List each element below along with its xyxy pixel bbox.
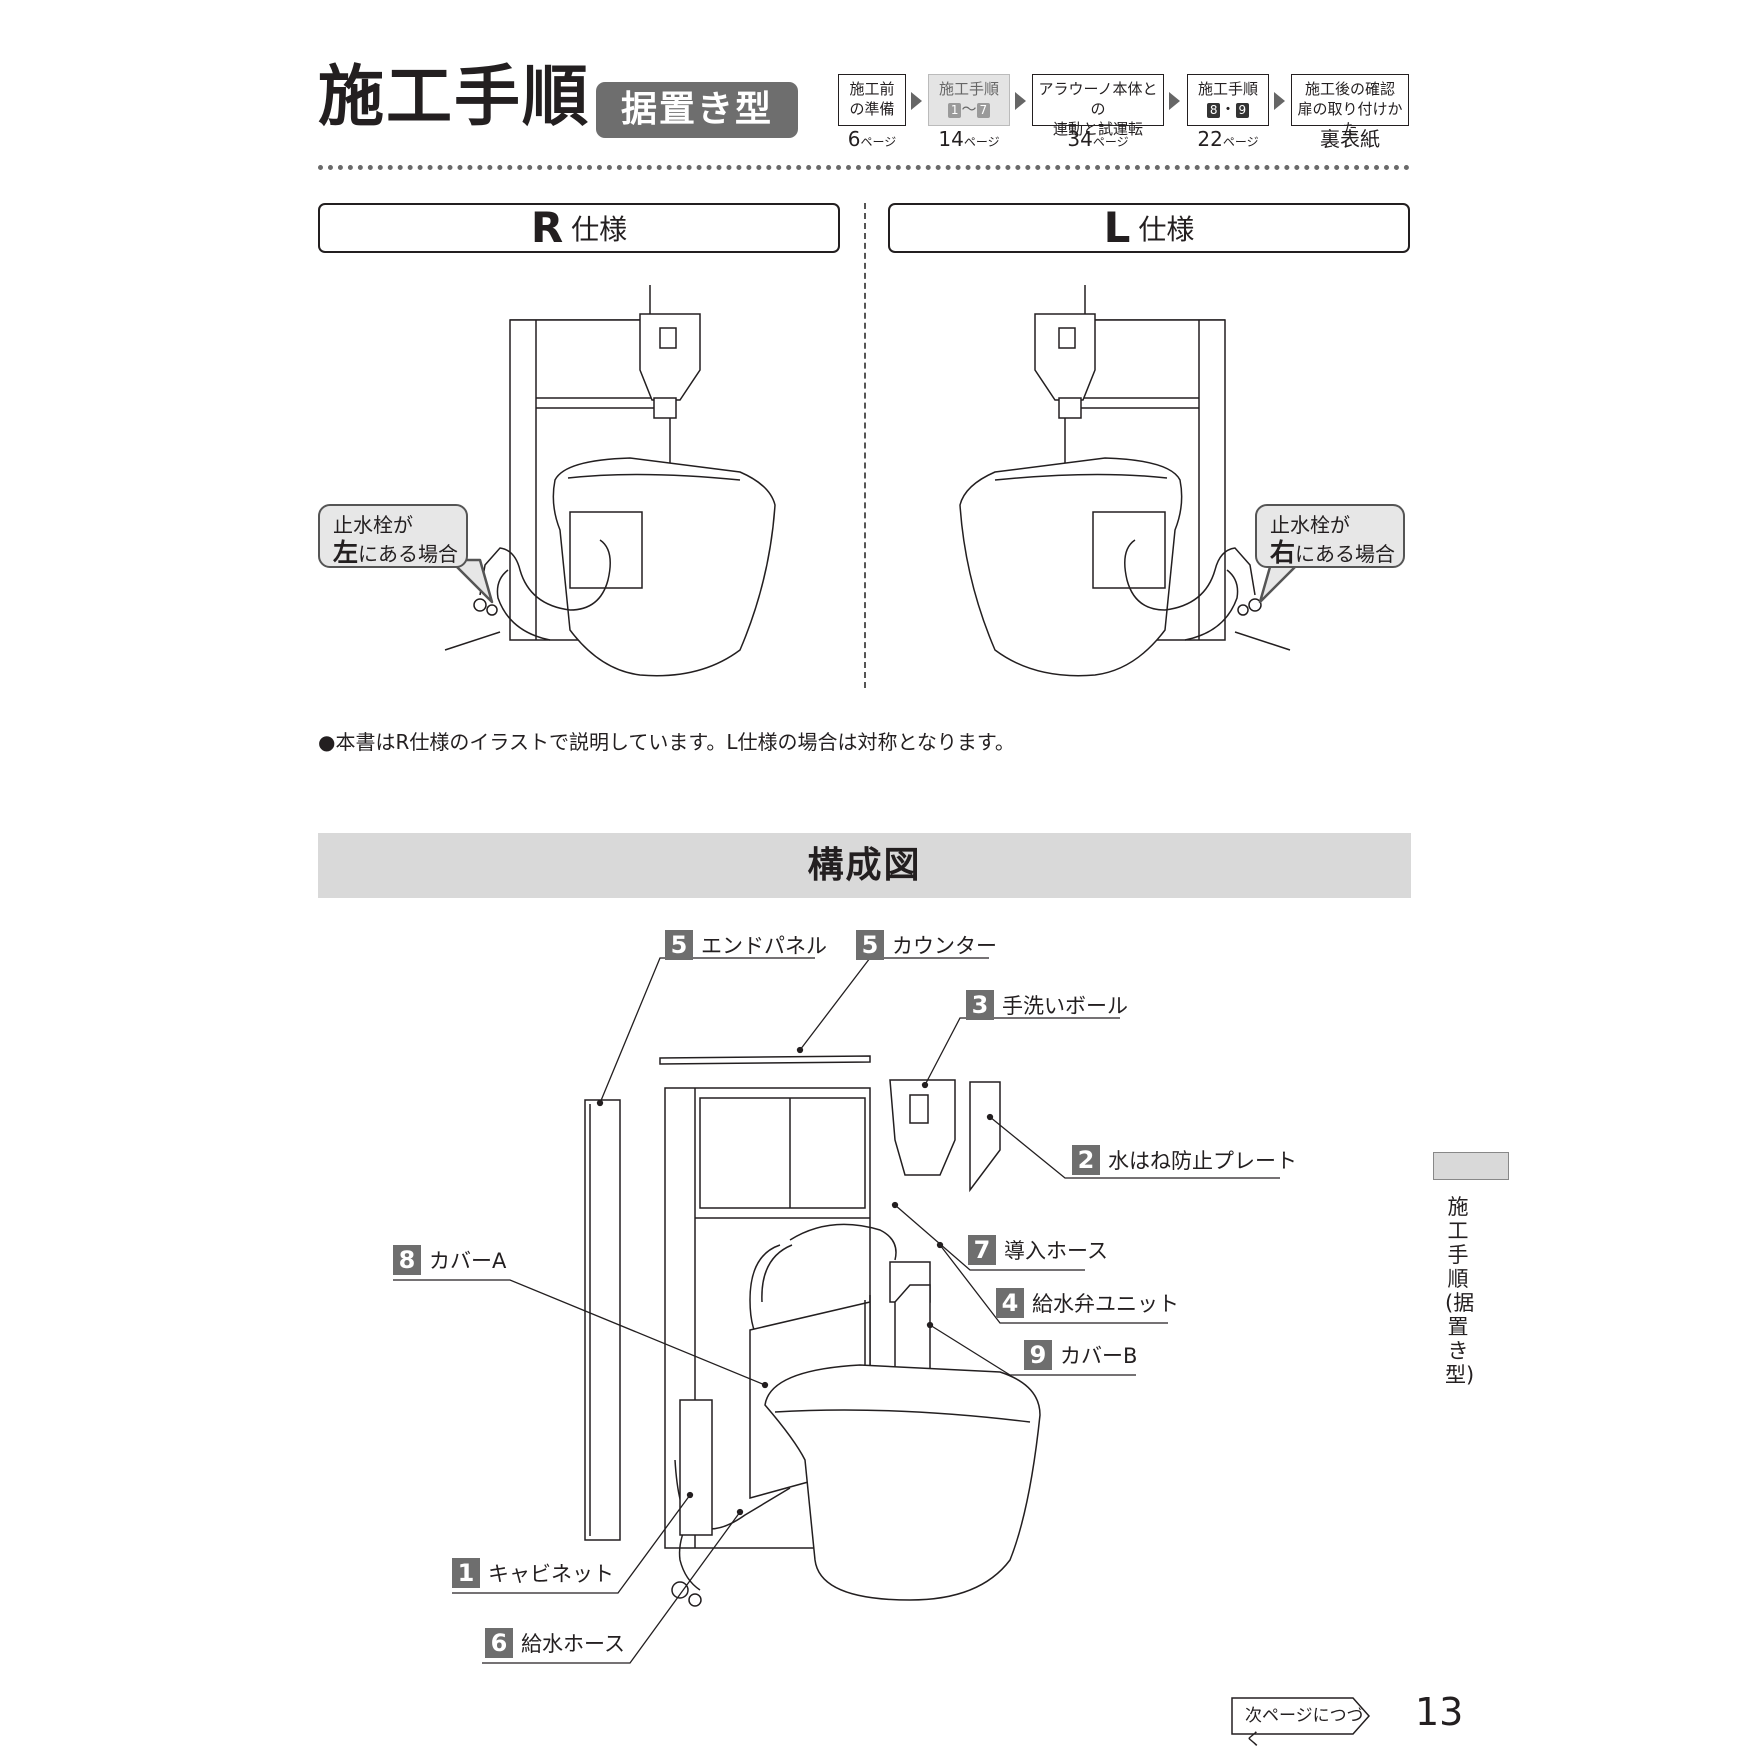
step-number: 1 <box>947 103 962 118</box>
type-badge: 据置き型 <box>596 82 798 138</box>
side-tab <box>1433 1152 1509 1180</box>
step-procedure-8-9[interactable]: 施工手順 8・9 <box>1187 74 1269 126</box>
step-label: 施工手順 <box>1197 80 1258 98</box>
step-after-check[interactable]: 施工後の確認 扉の取り付けかた <box>1291 74 1409 138</box>
step-link-test[interactable]: アラウーノ本体との 連動と試運転 <box>1032 74 1164 138</box>
component-diagram <box>560 1040 1180 1660</box>
step-label: 施工前 <box>849 80 895 98</box>
triangle-arrow-icon <box>1169 92 1180 110</box>
next-page-label: 次ページにつづく <box>1245 1706 1364 1750</box>
step-page-ref: 6ページ <box>847 127 897 151</box>
step-number: 8 <box>1206 103 1221 118</box>
step-label: 施工手順 <box>938 80 999 98</box>
step-separator: ・ <box>1220 100 1236 118</box>
step-number: 7 <box>976 103 991 118</box>
step-number: 9 <box>1235 103 1250 118</box>
arrow-tag-icon <box>1231 1697 1371 1735</box>
note-text: ●本書はR仕様のイラストで説明しています。L仕様の場合は対称となります。 <box>318 730 1015 754</box>
triangle-arrow-icon <box>911 92 922 110</box>
step-page-ref: 14ページ <box>938 127 1000 151</box>
divider <box>318 165 1410 170</box>
step-preparation[interactable]: 施工前 の準備 <box>838 74 906 126</box>
step-label: 連動と試運転 <box>1052 120 1143 138</box>
page-title: 施工手順 <box>318 58 590 135</box>
side-tab-label: 施工手順(据置き型) <box>1445 1195 1475 1387</box>
triangle-arrow-icon <box>1274 92 1285 110</box>
l-spec-illustration <box>935 280 1295 690</box>
step-label: 扉の取り付けかた <box>1297 100 1403 138</box>
page-number: 13 <box>1415 1690 1464 1734</box>
r-spec-illustration <box>440 280 800 690</box>
step-page-ref: 裏表紙 <box>1320 127 1380 151</box>
step-label: の準備 <box>849 100 895 118</box>
step-label: アラウーノ本体との <box>1038 80 1158 118</box>
divider <box>864 203 866 688</box>
step-separator: ～ <box>961 100 977 118</box>
callout-left-valve: 止水栓が 左にある場合 <box>318 504 468 568</box>
step-procedure-1-7[interactable]: 施工手順 1～7 <box>928 74 1010 126</box>
next-page-indicator[interactable]: 次ページにつづく <box>1231 1697 1371 1750</box>
section-title: 構成図 <box>318 833 1411 898</box>
step-label: 施工後の確認 <box>1304 80 1395 98</box>
triangle-arrow-icon <box>1015 92 1026 110</box>
step-page-ref: 34ページ <box>1067 127 1129 151</box>
callout-right-valve: 止水栓が 右にある場合 <box>1255 504 1405 568</box>
step-page-ref: 22ページ <box>1197 127 1259 151</box>
